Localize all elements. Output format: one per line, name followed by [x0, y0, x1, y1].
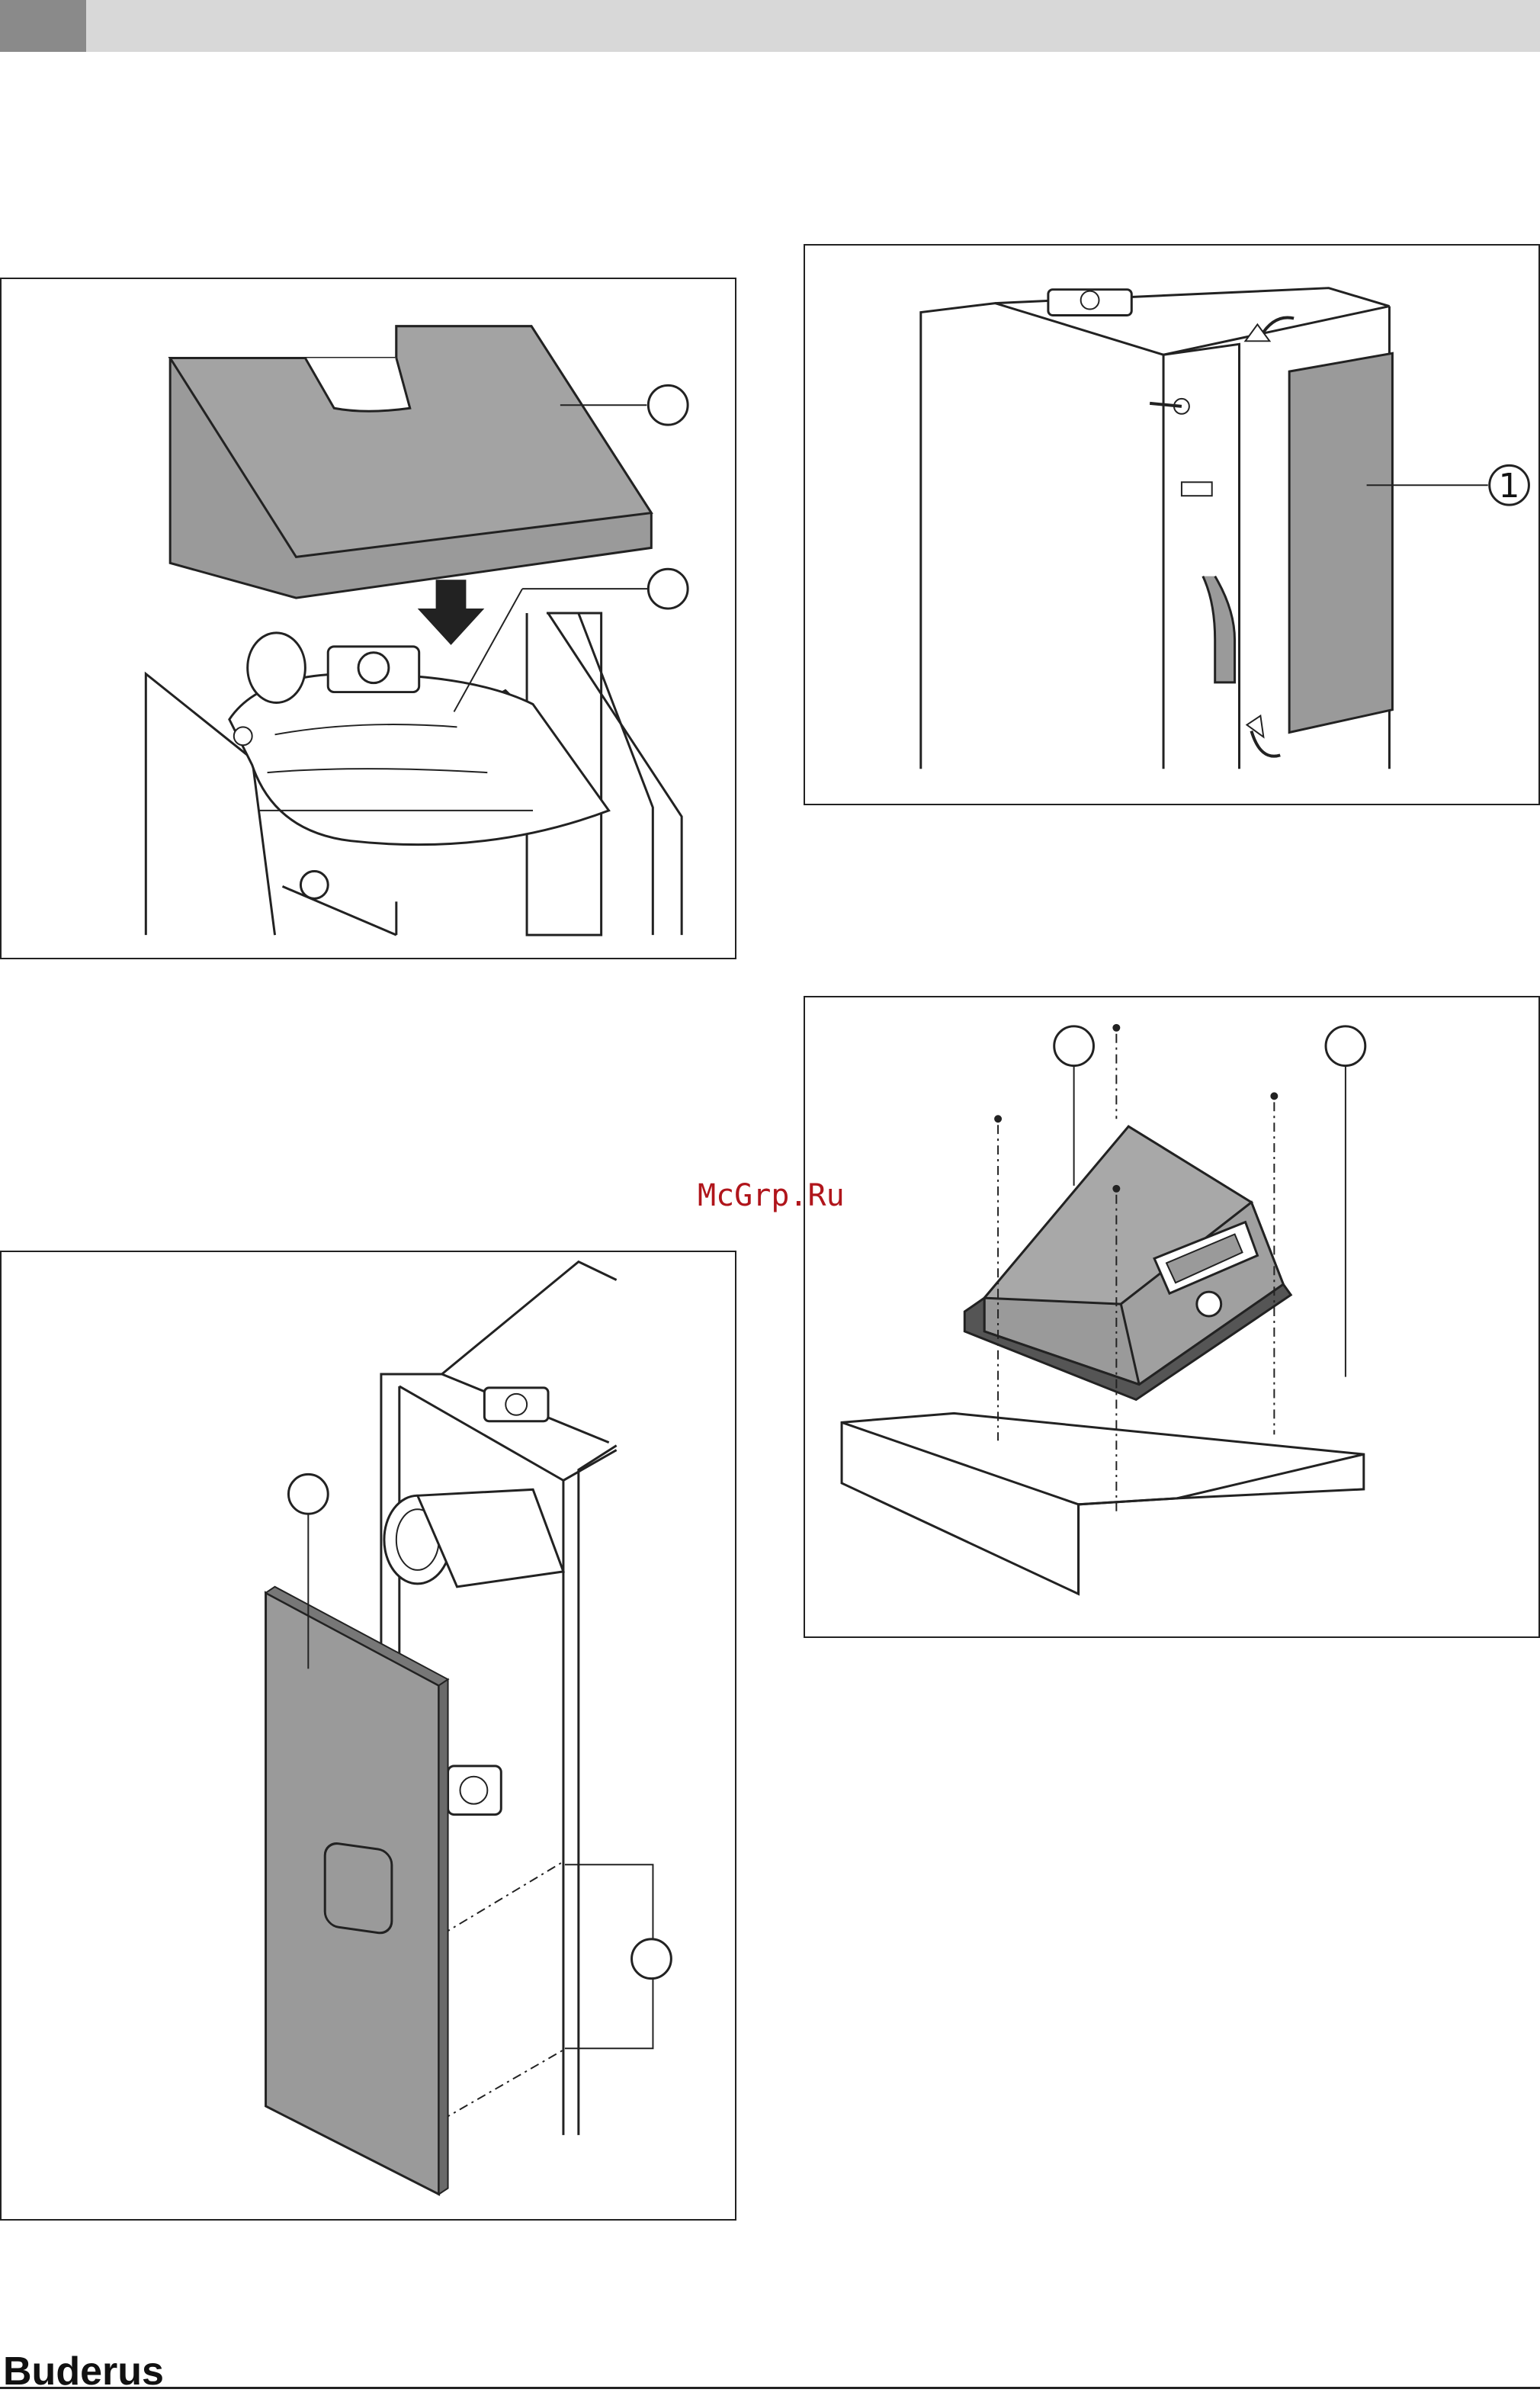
- callout-circle: [648, 385, 688, 425]
- side-panel-illustration: 1: [805, 246, 1538, 804]
- footer-divider: [0, 2387, 1540, 2389]
- figure-side-panel: 1: [804, 244, 1540, 805]
- header-bar: [0, 0, 1540, 52]
- figure-top-cover: [0, 278, 736, 959]
- callout-label: 1: [1499, 467, 1520, 506]
- callout-circle: [648, 569, 688, 609]
- figure-control-unit: [804, 996, 1540, 1638]
- figure-front-panel: [0, 1251, 736, 2221]
- header-section-tab: [0, 0, 86, 52]
- watermark-text: McGrp.Ru: [698, 1178, 845, 1213]
- top-cover-illustration: [2, 279, 735, 958]
- callout-circle: [632, 1939, 672, 1979]
- front-panel-illustration: [2, 1252, 735, 2219]
- callout-circle: [288, 1474, 328, 1514]
- callout-circle: [1326, 1026, 1365, 1066]
- callout-circle: [1054, 1026, 1094, 1066]
- control-unit-illustration: [805, 997, 1538, 1636]
